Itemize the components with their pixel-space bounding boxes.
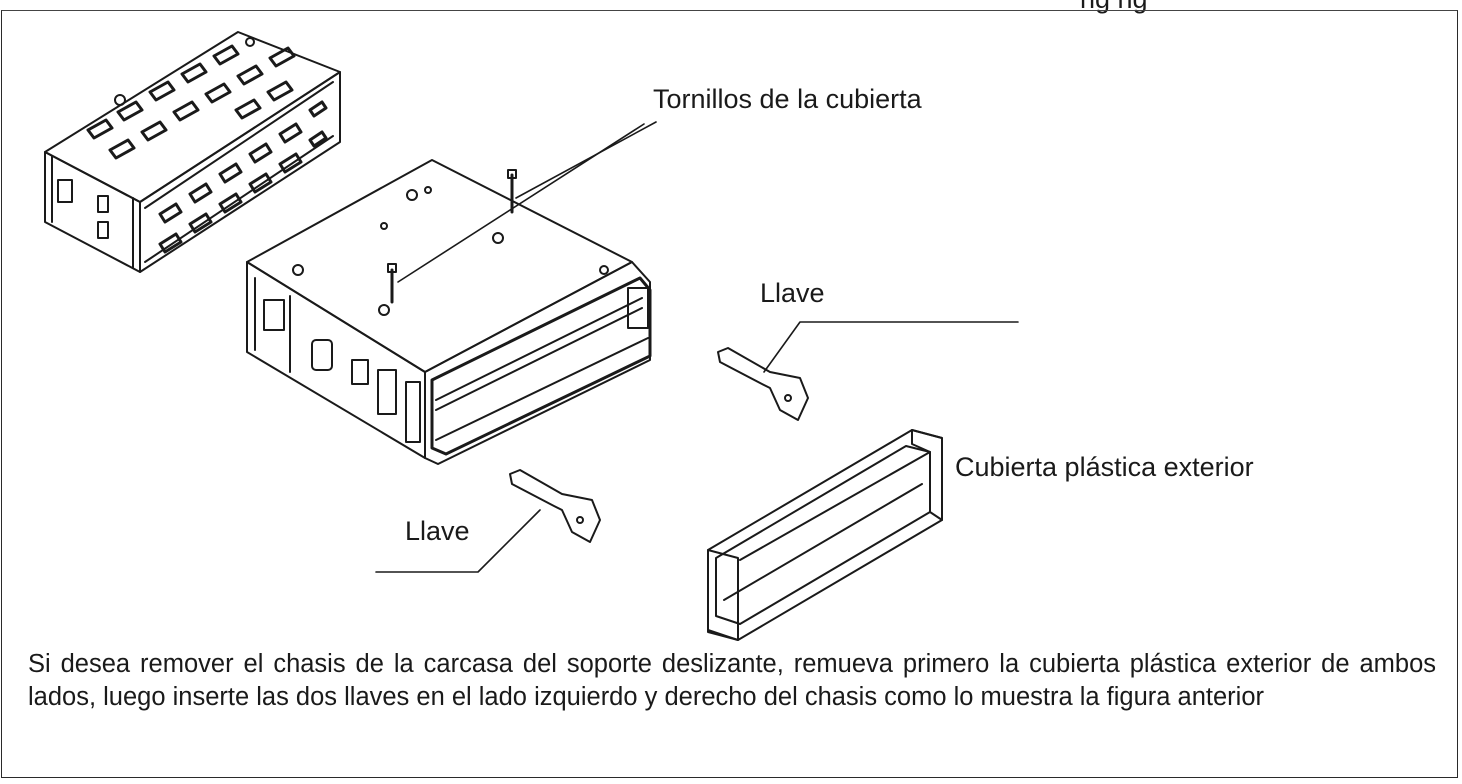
removal-key-left bbox=[375, 469, 601, 573]
radio-chassis bbox=[246, 159, 652, 465]
figure-frame bbox=[1, 10, 1458, 778]
mounting-sleeve bbox=[44, 31, 341, 273]
plastic-trim-frame bbox=[707, 429, 943, 641]
label-key-right: Llave bbox=[760, 278, 825, 308]
instruction-text: Si desea remover el chasis de la carcasa… bbox=[28, 650, 1436, 711]
removal-key-right bbox=[717, 321, 1019, 421]
label-key-left: Llave bbox=[405, 516, 470, 546]
screw-leader-1 bbox=[515, 121, 657, 199]
screw-leader-2 bbox=[397, 123, 645, 283]
label-cover-screws: Tornillos de la cubierta bbox=[653, 84, 922, 114]
label-plastic-cover: Cubierta plástica exterior bbox=[955, 452, 1254, 482]
